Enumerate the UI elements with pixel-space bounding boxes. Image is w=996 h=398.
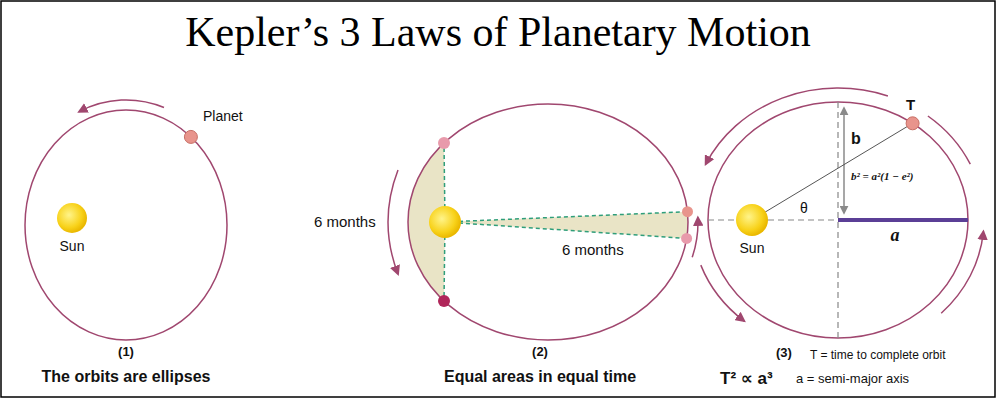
orbit-ellipse (25, 110, 227, 340)
angle-label: θ (800, 200, 808, 216)
radius-line (752, 123, 913, 220)
sun-symbol (57, 203, 87, 233)
planet-label: Planet (203, 108, 243, 124)
swept-area (445, 212, 688, 239)
sun-label: Sun (60, 238, 85, 254)
planet-position (681, 233, 692, 244)
planet-position (682, 206, 693, 217)
semi-major-axis (838, 218, 968, 222)
orbit-ellipse (708, 102, 968, 338)
motion-arrow (941, 232, 983, 314)
planet-position (438, 137, 450, 149)
motion-arrow (79, 100, 164, 112)
semi-minor-axis-arrow (843, 108, 845, 213)
motion-arrow (928, 116, 970, 164)
orbit-ellipse (408, 104, 688, 340)
motion-arrow (701, 265, 744, 321)
motion-arrow (388, 170, 398, 274)
definition-note: T = time to complete orbit (810, 349, 946, 363)
sun-symbol (736, 204, 768, 236)
radius-line (445, 212, 688, 222)
motion-arrow (706, 88, 888, 164)
sun-label: Sun (740, 240, 765, 256)
minor-axis-label: b (851, 130, 861, 148)
panel-number: (3) (776, 346, 792, 361)
diagram-title: Kepler’s 3 Laws of Planetary Motion (185, 8, 811, 56)
law-caption: Equal areas in equal time (444, 368, 636, 386)
equation-label: b² = a²(1 − e²) (851, 170, 914, 183)
law-caption: The orbits are ellipses (42, 368, 211, 386)
semi-major-axis-label: a (891, 225, 900, 246)
panel-number: (1) (118, 345, 134, 360)
major-axis-line (708, 219, 838, 220)
definition-note: a = semi-major axis (796, 372, 909, 387)
law-equation: T² ∝ a³ (720, 369, 773, 389)
sun-symbol (429, 206, 461, 238)
motion-arrow (692, 218, 698, 258)
planet-position (438, 295, 450, 307)
duration-label: 6 months (314, 213, 376, 230)
period-label: T (906, 96, 915, 113)
radius-line (445, 222, 687, 238)
planet-symbol (906, 117, 919, 130)
planet-symbol (184, 130, 197, 143)
duration-label: 6 months (562, 241, 624, 258)
panel-number: (2) (532, 345, 548, 360)
